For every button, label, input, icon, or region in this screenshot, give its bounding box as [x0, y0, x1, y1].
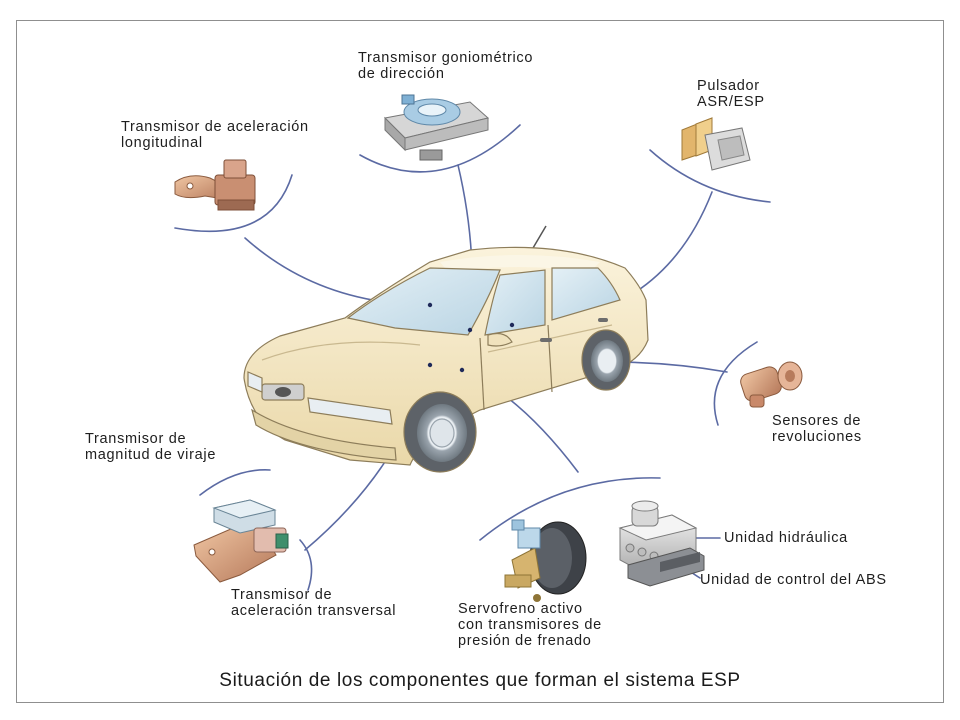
connection-dots: [427, 302, 515, 373]
label-steering-angle-sender: Transmisor goniométrico de dirección: [358, 50, 534, 82]
label-hydraulic-unit: Unidad hidráulica: [724, 530, 848, 546]
label-asr-esp-button: Pulsador ASR/ESP: [697, 78, 765, 110]
label-lateral-accel-sender: Transmisor de aceleración transversal: [231, 587, 397, 619]
label-speed-sensors: Sensores de revoluciones: [772, 413, 862, 445]
lateral-accel-sender-illustration: [253, 527, 289, 553]
car-rear-side-window: [551, 267, 621, 321]
car-headlight: [307, 397, 393, 425]
arc-speed-sensor: [713, 341, 758, 426]
longitudinal-accel-sender-illustration: [174, 159, 256, 211]
abs-control-unit-illustration: [627, 547, 705, 587]
car-rear-wheel: [581, 329, 631, 391]
arc-lateral-sender: [299, 539, 313, 591]
label-brake-servo: Servofreno activo con transmisores de pr…: [458, 601, 602, 649]
car-front-side-window: [484, 269, 546, 336]
arc-brake-unit: [479, 477, 661, 541]
car-front-wheel: [403, 391, 477, 473]
label-yaw-rate-sender: Transmisor de magnitud de viraje: [85, 431, 217, 463]
brake-servo-illustration: [504, 519, 587, 602]
diagram-caption: Situación de los componentes que forman …: [219, 670, 741, 691]
label-longitudinal-accel-sender: Transmisor de aceleración longitudinal: [121, 119, 309, 151]
arc-asr-button: [649, 149, 771, 203]
car-windshield: [346, 267, 501, 336]
asr-esp-button-illustration: [681, 117, 751, 171]
steering-angle-sender-illustration: [383, 94, 490, 161]
car-illustration: [243, 225, 649, 473]
arc-steering-sender: [359, 124, 521, 173]
arc-yaw-sender: [199, 469, 271, 496]
speed-sensor-illustration: [740, 361, 803, 408]
arc-longitudinal-sender: [174, 174, 293, 233]
label-abs-control-unit: Unidad de control del ABS: [700, 572, 887, 588]
